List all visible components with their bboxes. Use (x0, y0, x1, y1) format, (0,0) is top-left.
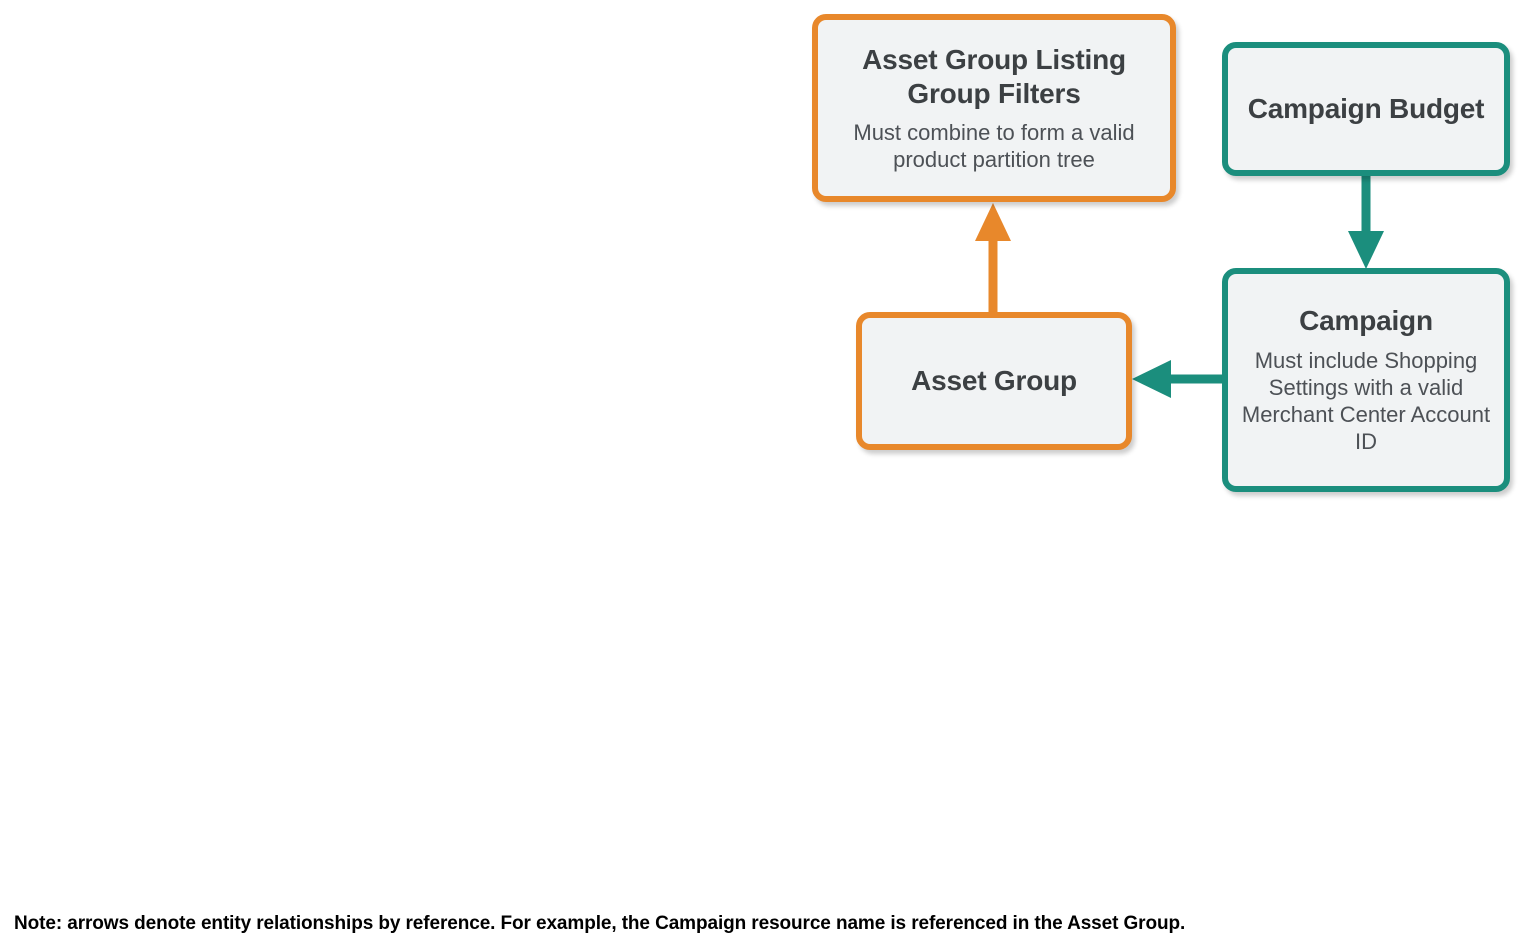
node-asset-group-listing-group-filters[interactable]: Asset Group Listing Group Filters Must c… (812, 14, 1176, 202)
node-campaign[interactable]: Campaign Must include Shopping Settings … (1222, 268, 1510, 492)
arrowhead-up-orange (975, 203, 1011, 241)
node-description: Must combine to form a valid product par… (853, 119, 1135, 173)
arrowhead-left-teal (1132, 360, 1171, 398)
edge-campaign-to-asset-group (1132, 360, 1222, 398)
node-title: Asset Group Listing Group Filters (862, 43, 1126, 109)
arrowhead-down-teal (1348, 231, 1384, 269)
node-title: Asset Group (911, 364, 1077, 396)
edge-campaign-budget-to-campaign (1348, 176, 1384, 269)
node-title: Campaign (1299, 305, 1433, 337)
edge-asset-group-to-listing-group-filters (975, 203, 1011, 312)
node-description: Must include Shopping Settings with a va… (1241, 347, 1491, 455)
node-campaign-budget[interactable]: Campaign Budget (1222, 42, 1510, 176)
diagram-note: Note: arrows denote entity relationships… (14, 913, 1186, 934)
node-title: Campaign Budget (1247, 92, 1485, 124)
node-asset-group[interactable]: Asset Group (856, 312, 1132, 450)
